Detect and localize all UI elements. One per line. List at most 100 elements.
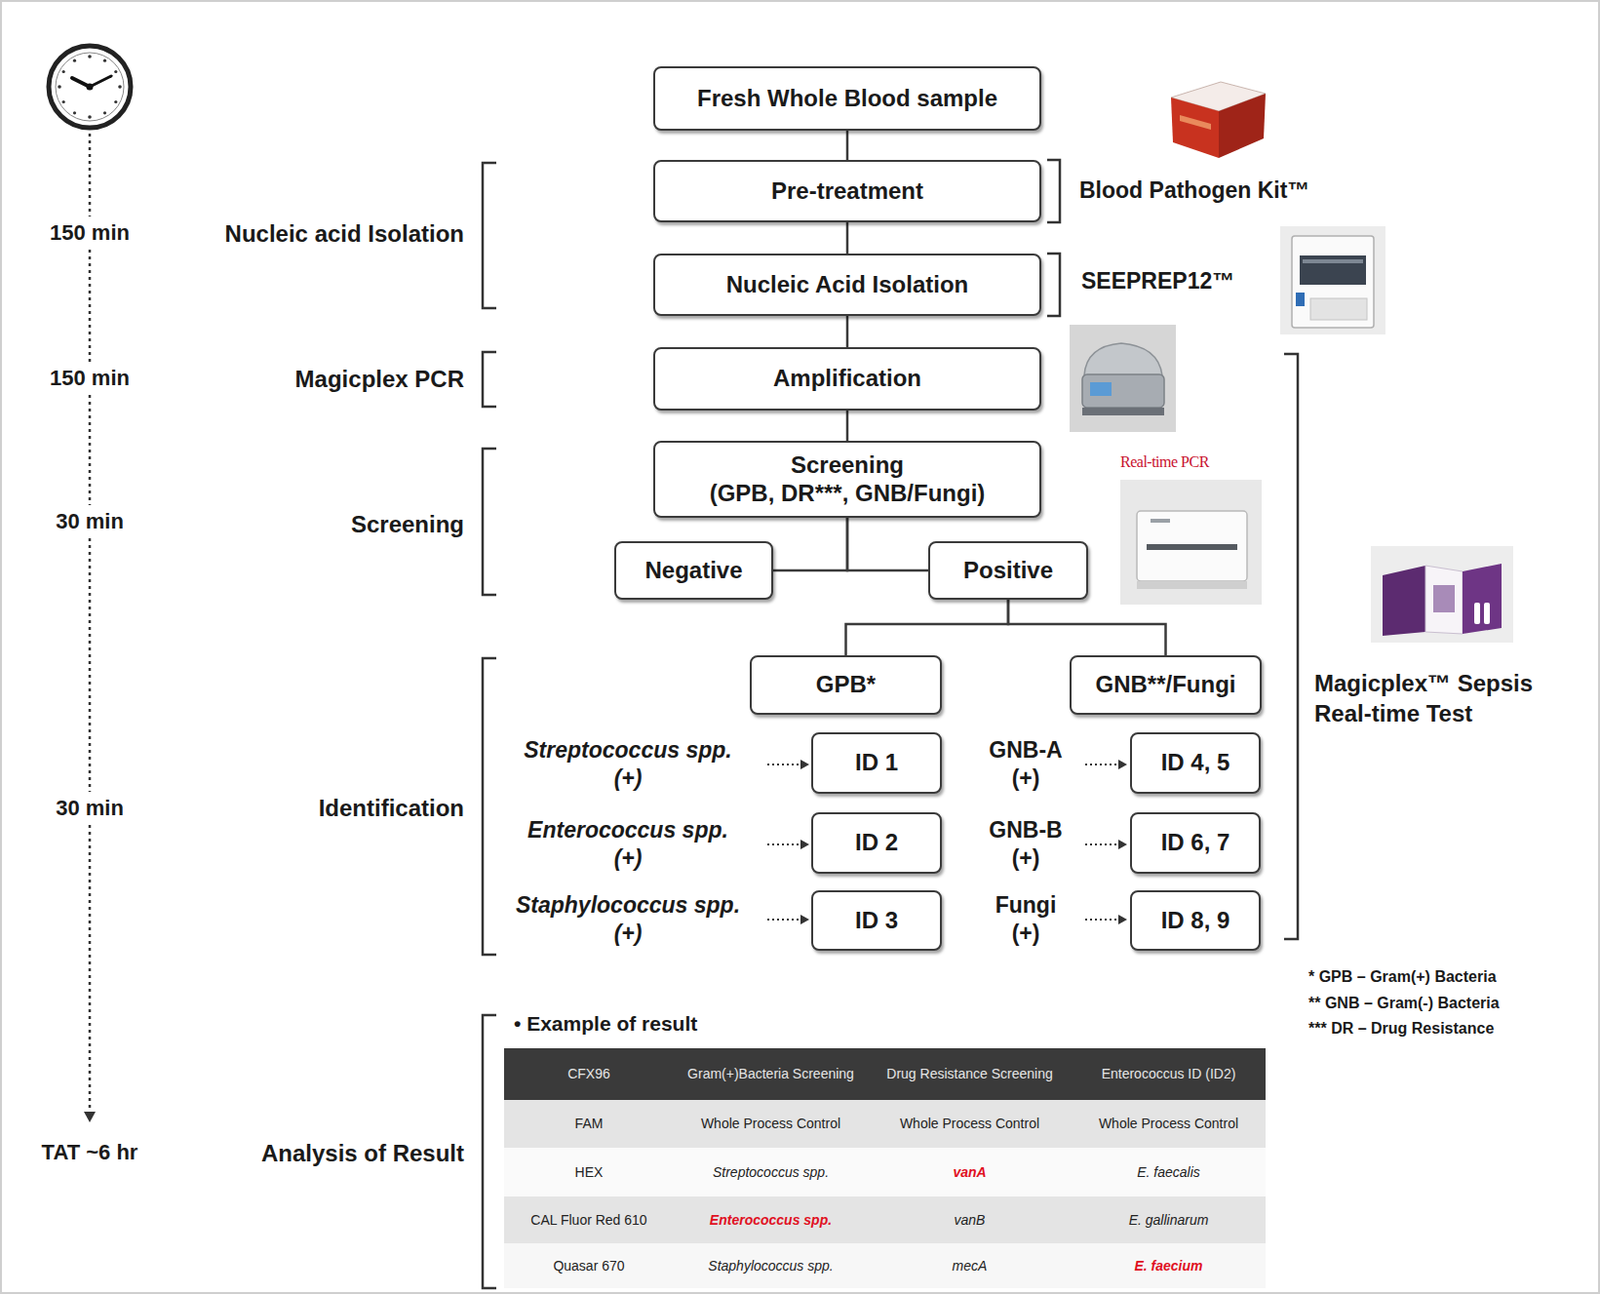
box-text: Nucleic Acid Isolation [726,271,970,300]
group-label: Fungi (+) [979,891,1073,948]
process-box: Pre-treatment [653,159,1042,223]
process-box: Amplification [653,347,1042,411]
section-label: Identification [318,793,465,823]
section-label: Analysis of Result [261,1138,465,1169]
connector [846,410,850,441]
group-label: GNB-A (+) [974,736,1079,793]
connector [846,599,1010,656]
box-text: ID 3 [855,906,898,936]
process-box: Nucleic Acid Isolation [653,253,1042,316]
species-label: Staphylococcus spp. (+) [500,891,757,948]
minute-hand [89,76,112,87]
box-text: Positive [963,556,1054,586]
process-box: Positive [928,541,1089,600]
table-cell: HEX [504,1147,674,1197]
process-box: Negative [614,541,774,600]
thermal-cycler-icon [1069,324,1176,432]
timeline [88,133,92,1112]
section-label: Screening [351,509,465,540]
realtime-pcr-icon [1120,479,1262,605]
table-cell: vanB [867,1196,1072,1244]
process-box: Fresh Whole Blood sample [653,66,1042,131]
clock-rim [48,45,131,128]
species-label: Enterococcus spp. (+) [511,816,744,873]
box-text: Pre-treatment [771,177,924,206]
group-label: GNB-B (+) [973,816,1079,873]
connector [846,222,850,254]
table-cell: Drug Resistance Screening [867,1048,1072,1100]
section-brackets [482,162,497,1288]
table-cell: FAM [504,1099,674,1148]
connector [846,130,850,160]
process-box: ID 8, 9 [1130,890,1261,951]
process-box: Screening(GPB, DR***, GNB/Fungi) [653,440,1042,518]
connector [1008,599,1167,656]
footnote: * GPB – Gram(+) Bacteria [1308,967,1497,987]
table-cell: Whole Process Control [673,1099,868,1148]
box-text: Screening [790,451,904,480]
connector [847,517,929,571]
kit-box-icon [1170,81,1266,158]
process-box: GPB* [749,655,942,715]
process-box: ID 1 [811,732,942,794]
time-label: 30 min [55,507,124,536]
box-text: (GPB, DR***, GNB/Fungi) [709,479,986,508]
table-cell: Whole Process Control [867,1099,1072,1148]
product-label: Blood Pathogen Kit™ [1079,176,1310,205]
table-cell: Gram(+)Bacteria Screening [673,1048,868,1100]
product-label: Real-time PCR [1120,452,1210,472]
table-cell: E. faecalis [1071,1147,1266,1197]
table-title: • Example of result [513,1011,698,1037]
footnote: *** DR – Drug Resistance [1308,1018,1494,1039]
box-text: Amplification [773,364,922,393]
table-cell: Streptococcus spp. [673,1147,868,1197]
table-cell: Whole Process Control [1071,1099,1266,1148]
box-text: ID 1 [855,748,898,778]
table-cell: E. gallinarum [1071,1196,1266,1244]
process-box: ID 2 [811,812,942,874]
table-cell: Enterococcus ID (ID2) [1071,1048,1266,1100]
clock-face [55,52,124,121]
section-label: Magicplex PCR [295,364,465,394]
box-text: GNB**/Fungi [1095,670,1237,700]
footnote: ** GNB – Gram(-) Bacteria [1308,993,1500,1014]
section-label: Nucleic acid Isolation [225,219,465,249]
clock-center [86,83,94,91]
extractor-icon [1280,226,1386,335]
clock-icon [48,45,131,128]
table-cell: E. faecium [1071,1243,1266,1288]
box-text: GPB* [816,670,876,700]
connector [846,315,850,348]
box-text: Fresh Whole Blood sample [697,84,998,114]
box-text: ID 6, 7 [1161,828,1231,858]
time-label: 150 min [49,364,130,392]
time-label: 30 min [55,794,124,822]
process-box: ID 6, 7 [1130,812,1261,874]
table-cell: Enterococcus spp. [673,1196,868,1244]
clock-ticks [57,54,122,119]
process-box: ID 4, 5 [1130,732,1261,794]
time-label: 150 min [49,219,130,247]
table-cell: CAL Fluor Red 610 [504,1196,674,1244]
species-label: Streptococcus spp. (+) [507,736,748,793]
product-label: SEEPREP12™ [1081,267,1235,296]
time-label: TAT ~6 hr [41,1138,139,1167]
box-text: ID 8, 9 [1161,906,1231,936]
process-box: ID 3 [811,890,942,951]
table-cell: Quasar 670 [504,1243,674,1288]
test-kit-icon [1370,546,1514,643]
timeline-arrowhead [83,1111,96,1123]
process-box: GNB**/Fungi [1069,655,1262,715]
box-text: Negative [644,556,742,586]
result-table [504,1048,1266,1288]
table-cell: Staphylococcus spp. [673,1243,868,1288]
table-cell: CFX96 [504,1048,674,1100]
table-cell: mecA [867,1243,1072,1288]
box-text: ID 4, 5 [1161,748,1231,778]
connector [773,517,848,571]
box-text: ID 2 [855,828,898,858]
table-cell: vanA [867,1147,1072,1197]
product-label: Magicplex™ Sepsis Real-time Test [1314,667,1578,729]
